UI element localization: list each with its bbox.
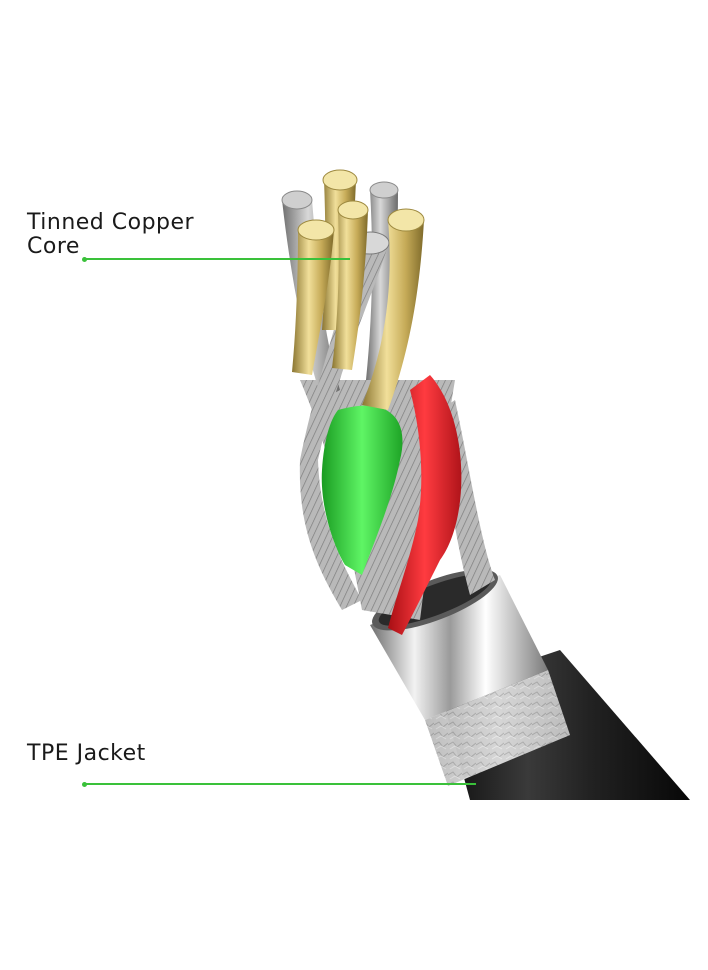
copper-strand-left — [292, 219, 335, 375]
copper-strand-middle — [332, 200, 369, 370]
core-leader-line — [84, 258, 350, 260]
core-label-line2: Core — [27, 234, 80, 259]
foil-band — [425, 670, 570, 786]
core-label-line1: Tinned Copper — [27, 210, 195, 235]
jacket-label: TPE Jacket — [27, 741, 146, 766]
red-wire — [388, 375, 462, 635]
green-wire — [321, 405, 403, 575]
jacket-leader-line — [84, 783, 476, 785]
copper-strand-right — [362, 208, 425, 410]
